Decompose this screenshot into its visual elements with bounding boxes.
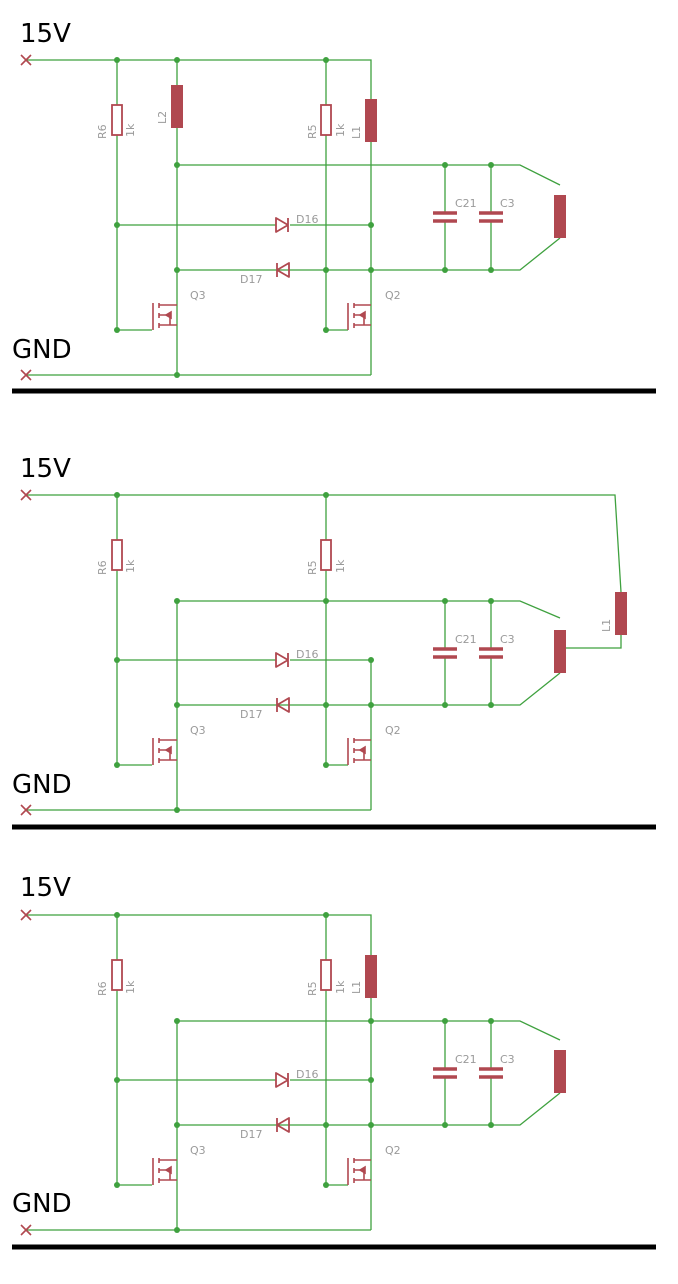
- capacitor-c21-icon: [433, 1067, 457, 1079]
- q2-label: Q2: [385, 289, 401, 302]
- c3-label: C3: [500, 197, 515, 210]
- terminal-gnd-icon: [20, 804, 32, 816]
- tank-inductor-icon: [554, 630, 566, 673]
- diode-d17-icon: [276, 262, 290, 278]
- diode-d16-icon: [275, 652, 289, 668]
- capacitor-c3-icon: [479, 647, 503, 659]
- r5-label: R5: [306, 981, 319, 996]
- mosfet-q3-icon: [152, 738, 177, 765]
- r6-label: R6: [96, 981, 109, 996]
- d17-label: D17: [240, 273, 262, 286]
- r6-value: 1k: [124, 980, 137, 994]
- c21-label: C21: [455, 197, 477, 210]
- l1-label: L1: [350, 981, 363, 994]
- l2-label: L2: [156, 111, 169, 124]
- panel-2: 15V GND R6 1k R5 1k L1 C21 C3 D: [12, 454, 656, 830]
- capacitor-c3-icon: [479, 211, 503, 223]
- diode-d17-icon: [276, 1117, 290, 1133]
- q3-label: Q3: [190, 1144, 206, 1157]
- diode-d16-icon: [275, 217, 289, 233]
- gnd-label: GND: [12, 1189, 72, 1219]
- gnd-label: GND: [12, 770, 72, 800]
- r6-label: R6: [96, 124, 109, 139]
- resistor-r6-icon: [111, 539, 123, 571]
- r5-value: 1k: [334, 123, 347, 137]
- resistor-r5-icon: [320, 959, 332, 991]
- d16-label: D16: [296, 648, 318, 661]
- r5-label: R5: [306, 124, 319, 139]
- diode-d16-icon: [275, 1072, 289, 1088]
- tank-inductor-icon: [554, 195, 566, 238]
- inductor-l1-icon: [365, 99, 377, 142]
- l1-label: L1: [600, 619, 613, 632]
- mosfet-q2-icon: [347, 738, 371, 765]
- wires: [26, 915, 561, 1231]
- terminal-15v-icon: [20, 909, 32, 921]
- resistor-r5-icon: [320, 539, 332, 571]
- supply-15v-label: 15V: [20, 19, 71, 49]
- q3-label: Q3: [190, 724, 206, 737]
- panel-1: 15V GND R6 1k R5 1k L2 L1: [12, 19, 656, 394]
- inductor-l1-icon: [365, 955, 377, 998]
- junctions: [114, 492, 494, 813]
- c21-label: C21: [455, 633, 477, 646]
- d17-label: D17: [240, 1128, 262, 1141]
- supply-rail: [26, 914, 372, 955]
- r6-value: 1k: [124, 123, 137, 137]
- wires: [26, 60, 561, 376]
- c21-label: C21: [455, 1053, 477, 1066]
- r6-value: 1k: [124, 559, 137, 573]
- d16-label: D16: [296, 1068, 318, 1081]
- capacitor-c3-icon: [479, 1067, 503, 1079]
- mosfet-q3-icon: [152, 1158, 177, 1185]
- supply-15v-label: 15V: [20, 873, 71, 903]
- capacitor-c21-icon: [433, 211, 457, 223]
- c3-label: C3: [500, 1053, 515, 1066]
- r5-label: R5: [306, 560, 319, 575]
- junctions: [114, 57, 494, 378]
- terminal-15v-icon: [20, 489, 32, 501]
- resistor-r6-icon: [111, 959, 123, 991]
- tank-inductor-icon: [554, 1050, 566, 1093]
- r5-value: 1k: [334, 559, 347, 573]
- q3-label: Q3: [190, 289, 206, 302]
- supply-15v-label: 15V: [20, 454, 71, 484]
- resistor-r6-icon: [111, 104, 123, 136]
- l1-label: L1: [350, 126, 363, 139]
- terminal-15v-icon: [20, 54, 32, 66]
- supply-rail: [26, 59, 372, 100]
- capacitor-c21-icon: [433, 647, 457, 659]
- mosfet-q3-icon: [152, 303, 177, 330]
- terminal-gnd-icon: [20, 369, 32, 381]
- mosfet-q2-icon: [347, 1158, 371, 1185]
- d16-label: D16: [296, 213, 318, 226]
- supply-rail: [26, 494, 622, 593]
- r6-label: R6: [96, 560, 109, 575]
- inductor-l1-icon: [615, 592, 627, 635]
- inductor-l2-icon: [171, 85, 183, 128]
- gnd-label: GND: [12, 335, 72, 365]
- junctions: [114, 912, 494, 1233]
- d17-label: D17: [240, 708, 262, 721]
- mosfet-q2-icon: [347, 303, 371, 330]
- panel-3: 15V GND R6 1k R5 1k L1 C21 C3 D: [12, 873, 656, 1250]
- q2-label: Q2: [385, 724, 401, 737]
- terminal-gnd-icon: [20, 1224, 32, 1236]
- q2-label: Q2: [385, 1144, 401, 1157]
- resistor-r5-icon: [320, 104, 332, 136]
- c3-label: C3: [500, 633, 515, 646]
- r5-value: 1k: [334, 980, 347, 994]
- diode-d17-icon: [276, 697, 290, 713]
